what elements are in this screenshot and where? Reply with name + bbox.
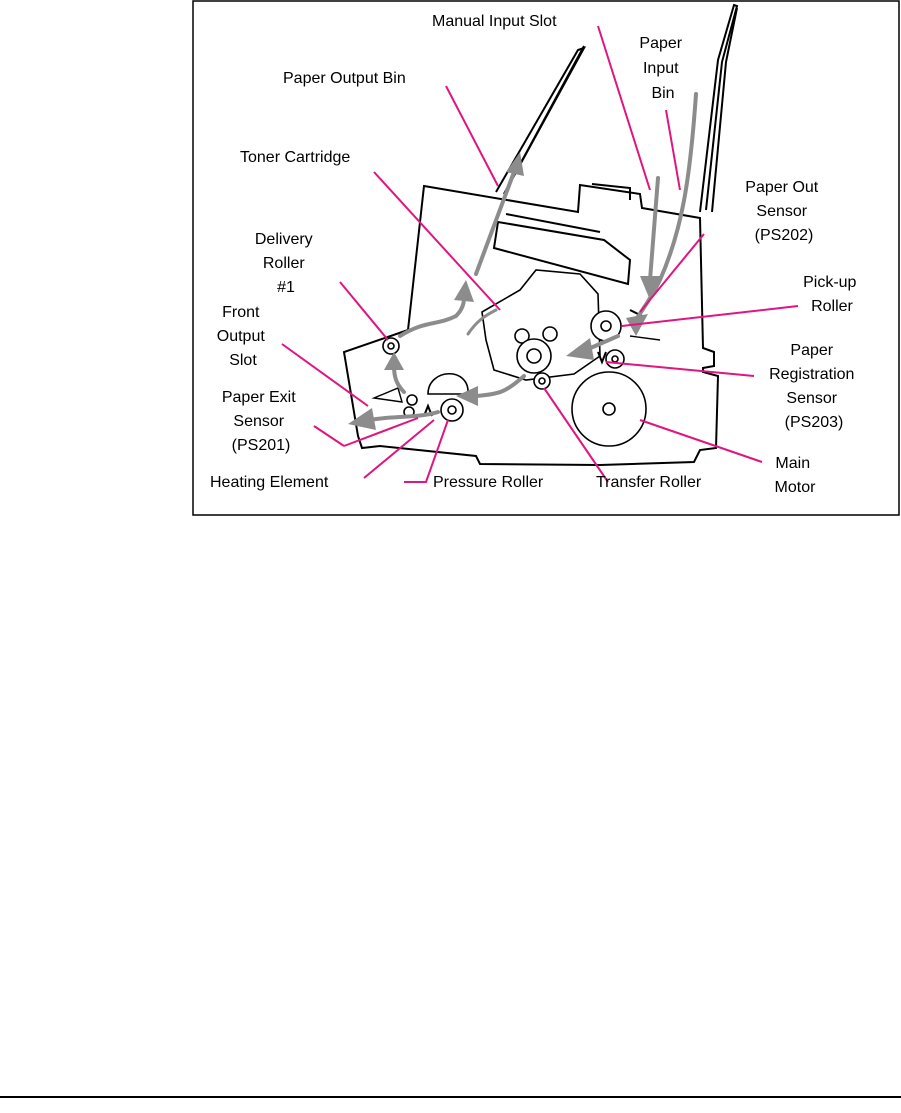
rollers [371, 309, 661, 447]
label-transfer-roller: Transfer Roller [596, 474, 702, 491]
label-heating-element: Heating Element [210, 474, 329, 491]
leader-paper-out-sensor [639, 233, 705, 313]
figure-frame [192, 0, 900, 516]
label-pressure-roller: Pressure Roller [433, 474, 544, 491]
leader-toner-cartridge [373, 171, 501, 311]
leader-paper-input-bin [665, 109, 681, 191]
heating-element [427, 372, 469, 395]
paper-path [348, 92, 698, 430]
leader-paper-exit-sensor-2 [343, 417, 419, 447]
leader-registration-sensor [605, 361, 755, 377]
leader-paper-exit-sensor-1 [313, 425, 345, 447]
front-exit-roller-upper [406, 394, 418, 406]
label-front-output-slot: Front Output Slot [217, 304, 269, 369]
label-paper-exit-sensor: Paper Exit Sensor (PS201) [222, 389, 300, 454]
leader-front-output-slot [281, 343, 369, 407]
label-pickup-roller: Pick-up Roller [803, 274, 861, 315]
leader-transfer-roller [543, 387, 609, 483]
labels: Manual Input Slot Paper Input Bin Paper … [210, 13, 861, 496]
leader-pickup-roller [621, 305, 799, 327]
leader-heating-element [363, 419, 435, 479]
cartridge-roller-small-2 [542, 326, 558, 342]
label-toner-cartridge: Toner Cartridge [240, 149, 350, 166]
label-main-motor: Main Motor [775, 455, 817, 496]
label-paper-out-sensor: Paper Out Sensor (PS202) [745, 179, 822, 244]
leader-pressure-roller [404, 419, 449, 483]
leader-main-motor [639, 419, 763, 463]
leader-manual-input-slot [597, 25, 651, 191]
leader-lines [281, 25, 799, 483]
label-paper-output-bin: Paper Output Bin [283, 70, 406, 87]
footer-rule [0, 1096, 901, 1098]
label-manual-input-slot: Manual Input Slot [432, 13, 557, 30]
leader-paper-output-bin [445, 85, 499, 187]
paper-registration-sensor [597, 351, 607, 365]
label-paper-registration-sensor: Paper Registration Sensor (PS203) [769, 342, 859, 431]
label-delivery-roller: Delivery Roller #1 [255, 231, 317, 296]
label-paper-input-bin: Paper Input Bin [639, 35, 686, 102]
leader-delivery-roller [339, 281, 389, 341]
